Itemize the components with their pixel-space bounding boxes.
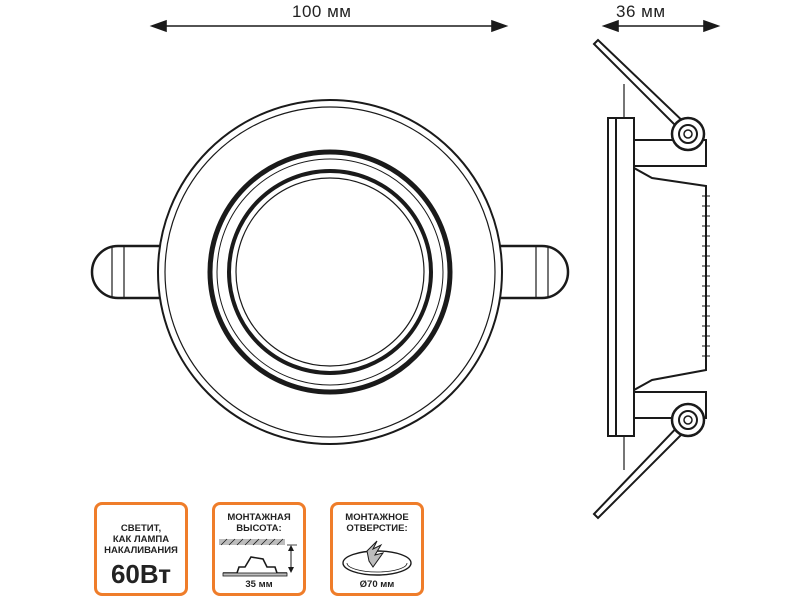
depth-dimension-line (601, 19, 721, 33)
diffuser (227, 169, 433, 375)
front-view (90, 99, 570, 445)
mount-hole-card: МОНТАЖНОЕ ОТВЕРСТИЕ: Ø70 мм (330, 502, 424, 596)
inner-ring (207, 149, 453, 395)
mount-height-icon (219, 538, 297, 577)
width-dimension-label: 100 мм (292, 2, 352, 21)
brightness-line-3: НАКАЛИВАНИЯ (104, 545, 178, 556)
mount-hole-title-1: МОНТАЖНОЕ (345, 512, 409, 523)
brightness-line-2: КАК ЛАМПА (112, 534, 170, 545)
brightness-card: СВЕТИТ, КАК ЛАМПА НАКАЛИВАНИЯ 60Вт (94, 502, 188, 596)
mount-hole-title-2: ОТВЕРСТИЕ: (346, 523, 408, 534)
brightness-value: 60Вт (110, 559, 172, 589)
mount-height-title-1: МОНТАЖНАЯ (227, 512, 291, 523)
mount-height-value: 35 мм (245, 579, 273, 590)
mount-height-card: МОНТАЖНАЯ ВЫСОТА: 35 мм (212, 502, 306, 596)
side-view (592, 38, 710, 520)
depth-dimension-label: 36 мм (616, 2, 666, 21)
mount-hole-icon (342, 540, 412, 576)
housing (633, 166, 707, 392)
mount-height-title-2: ВЫСОТА: (236, 523, 282, 534)
brightness-line-1: СВЕТИТ, (120, 523, 162, 534)
width-dimension-line (149, 19, 509, 33)
mount-hole-value: Ø70 мм (359, 579, 395, 590)
